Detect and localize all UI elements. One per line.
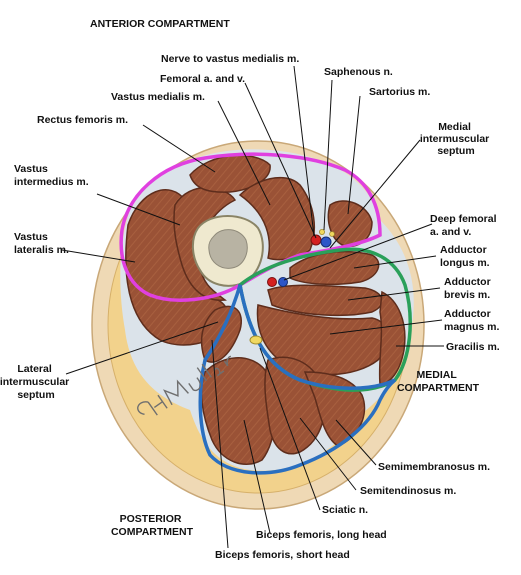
label-adductor-longus: Adductor longus m. [440,244,490,269]
leader-lines [61,65,444,549]
label-rectus-femoris: Rectus femoris m. [37,114,128,126]
posterior-compartment-title: POSTERIOR COMPARTMENT [111,513,194,538]
label-saphenous-nerve: Saphenous n. [324,66,393,78]
label-vastus-medialis: Vastus medialis m. [111,91,205,103]
label-femoral-vessels: Femoral a. and v. [160,73,245,85]
anterior-compartment-title: ANTERIOR COMPARTMENT [90,18,230,30]
medial-compartment-title: MEDIAL COMPARTMENT [397,369,480,394]
label-semitendinosus: Semitendinosus m. [360,485,456,497]
sciatic-nerve [249,335,263,345]
label-medial-intermuscular-septum: Medial intermuscular septum [420,121,492,157]
femoral-vessels [310,228,335,248]
label-biceps-femoris-long-head: Biceps femoris, long head [256,529,387,541]
femur-marrow [208,229,248,269]
posterior-compartment-fascia [198,284,397,475]
deep-femoral-vessels [267,277,288,287]
label-sciatic-nerve: Sciatic n. [322,504,368,516]
label-gracilis: Gracilis m. [446,341,500,353]
vastus-intermedius-muscle [173,186,237,301]
label-lateral-intermuscular-septum: Lateral intermuscular septum [0,363,72,401]
label-adductor-magnus: Adductor magnus m. [444,308,500,333]
label-vastus-lateralis: Vastus lateralis m. [14,231,69,256]
label-deep-femoral-vessels: Deep femoral a. and v. [430,213,499,238]
label-sartorius: Sartorius m. [369,86,430,98]
vastus-medialis-muscle [238,176,316,261]
gracilis-muscle [378,290,406,385]
label-semimembranosus: Semimembranosus m. [378,461,490,473]
label-biceps-femoris-short-head: Biceps femoris, short head [215,549,350,561]
label-adductor-brevis: Adductor brevis m. [444,276,494,301]
label-vastus-intermedius: Vastus intermedius m. [14,163,89,188]
label-nerve-to-vastus-medialis: Nerve to vastus medialis m. [161,53,299,65]
artist-signature [137,355,232,416]
